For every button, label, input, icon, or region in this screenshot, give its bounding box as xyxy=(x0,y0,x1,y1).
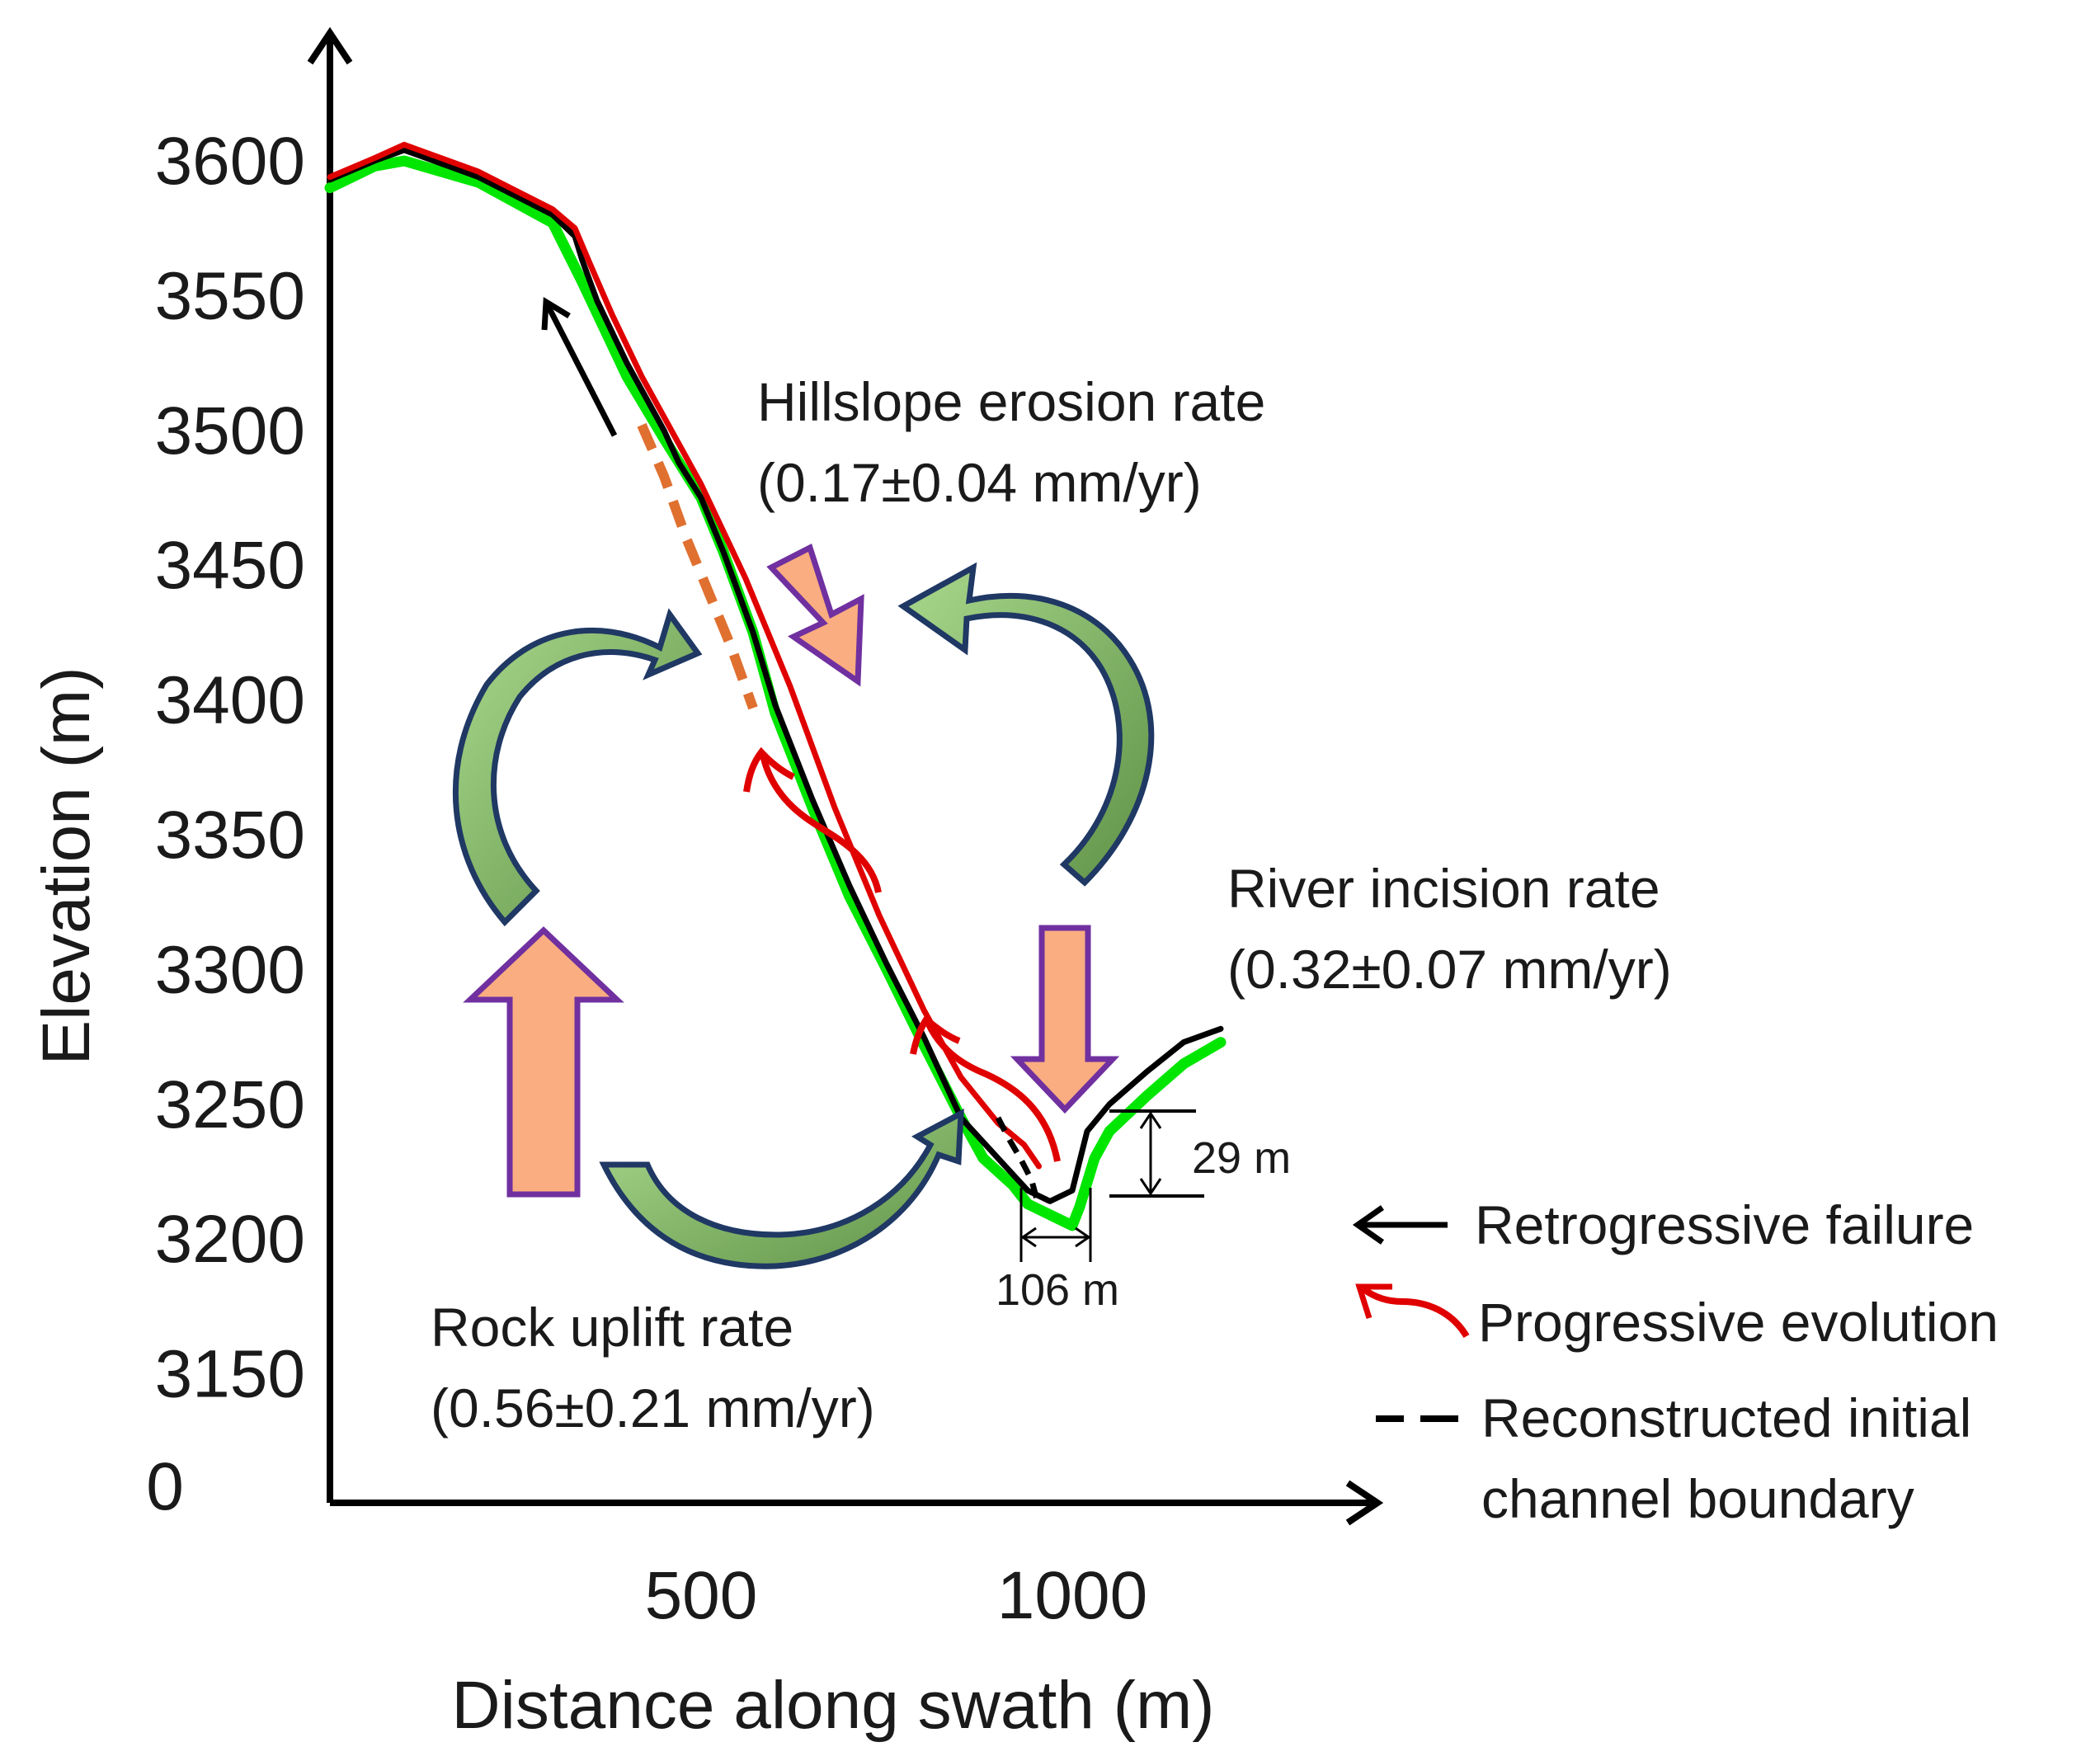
legend-progressive-label: Progressive evolution xyxy=(1478,1292,1999,1353)
origin-label: 0 xyxy=(146,1449,184,1524)
progressive-evolution-arrow-upper xyxy=(743,746,882,893)
hillslope-erosion-value: (0.17±0.04 mm/yr) xyxy=(757,452,1202,513)
river-incision-title: River incision rate xyxy=(1227,858,1660,919)
y-tick-label: 3150 xyxy=(155,1337,305,1412)
y-tick-label: 3350 xyxy=(155,798,305,873)
progressive-evolution-arrow-lower xyxy=(910,1015,1061,1162)
y-tick-label: 3500 xyxy=(155,393,305,469)
reconstructed-boundary-line xyxy=(995,1116,1040,1200)
legend-retrogressive-label: Retrogressive failure xyxy=(1475,1194,1974,1255)
x-tick-label: 1000 xyxy=(997,1558,1147,1633)
y-tick-label: 3450 xyxy=(155,528,305,603)
legend-retrogressive-symbol xyxy=(1352,1205,1448,1245)
axes xyxy=(307,26,1384,1526)
depth-dimension xyxy=(1109,1109,1204,1198)
series-line xyxy=(327,141,1042,1170)
rock-uplift-title: Rock uplift rate xyxy=(431,1297,793,1358)
hillslope-erosion-title: Hillslope erosion rate xyxy=(757,371,1265,432)
river-incision-value: (0.32±0.07 mm/yr) xyxy=(1227,939,1672,1000)
series-line xyxy=(327,147,1224,1204)
y-tick-label: 3300 xyxy=(155,932,305,1007)
y-tick-label: 3600 xyxy=(155,124,305,199)
cycle-arrow-right xyxy=(897,562,1155,887)
x-axis-title: Distance along swath (m) xyxy=(451,1668,1214,1743)
x-tick-labels: 500 1000 xyxy=(645,1558,1148,1633)
x-tick-label: 500 xyxy=(645,1558,758,1633)
rock-uplift-arrow xyxy=(463,926,624,1198)
legend: Retrogressive failure Progressive evolut… xyxy=(1352,1194,1999,1529)
y-tick-label: 3400 xyxy=(155,663,305,738)
width-label: 106 m xyxy=(996,1265,1119,1315)
profile-series xyxy=(324,141,1227,1231)
retrogressive-failure-arrow xyxy=(541,296,618,437)
y-tick-labels: 3150 3200 3250 3300 3350 3400 3450 3500 3550 3600 xyxy=(155,124,305,1412)
depth-label: 29 m xyxy=(1192,1133,1291,1183)
y-tick-label: 3200 xyxy=(155,1202,305,1277)
y-tick-label: 3250 xyxy=(155,1067,305,1142)
legend-reconstructed-label-line2: channel boundary xyxy=(1481,1468,1914,1529)
river-incision-arrow xyxy=(1010,925,1120,1114)
cycle-arrow-bottom xyxy=(599,1109,964,1269)
rock-uplift-value: (0.56±0.21 mm/yr) xyxy=(431,1377,875,1438)
orange-dashed-segment xyxy=(637,422,758,710)
y-tick-label: 3550 xyxy=(155,258,305,333)
series-line xyxy=(324,155,1227,1231)
y-axis-title: Elevation (m) xyxy=(29,666,104,1065)
hillslope-erosion-arrow xyxy=(766,544,864,687)
cycle-arrow-left xyxy=(452,608,703,927)
legend-reconstructed-label-line1: Reconstructed initial xyxy=(1481,1387,1971,1448)
width-dimension xyxy=(1019,1188,1092,1262)
x-axis-arrowhead xyxy=(1345,1480,1384,1526)
y-axis-arrowhead xyxy=(307,26,353,65)
legend-progressive-symbol xyxy=(1355,1283,1470,1339)
